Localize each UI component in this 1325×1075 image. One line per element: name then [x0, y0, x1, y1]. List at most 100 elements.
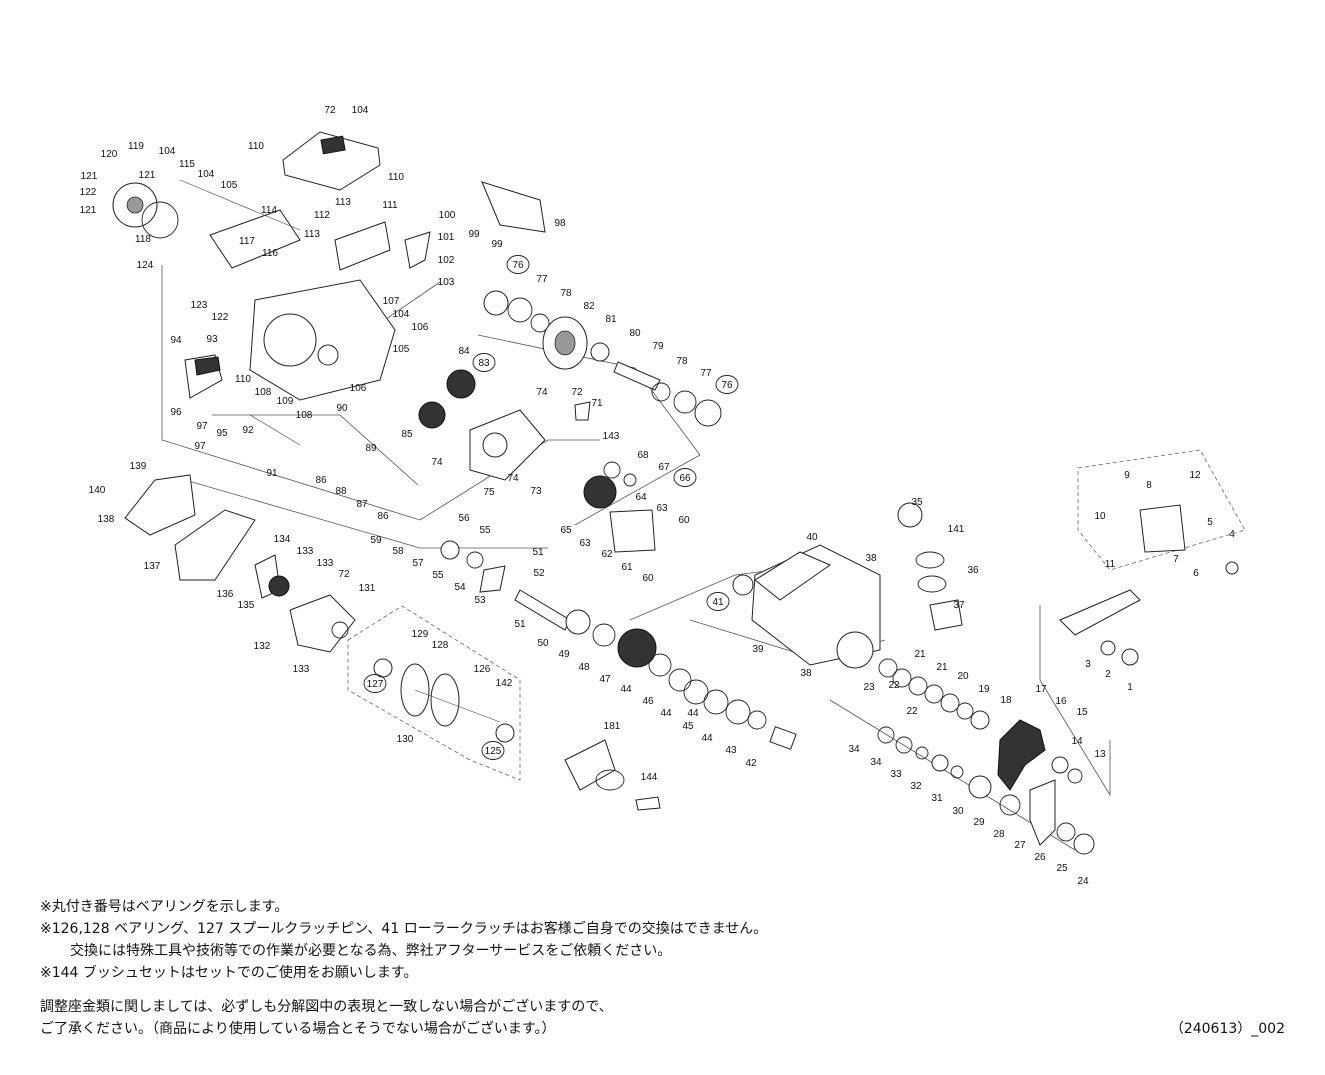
handle-arm-group-outline — [1039, 605, 1111, 797]
part-label-61: 61 — [621, 562, 633, 573]
lever-26-shape — [1029, 779, 1056, 846]
part-label-63: 63 — [656, 503, 668, 514]
washer-45-shape — [703, 689, 729, 715]
part-label-144: 144 — [641, 772, 658, 783]
part-label-77: 77 — [536, 274, 548, 285]
part-label-104: 104 — [198, 169, 215, 180]
part-label-128: 128 — [432, 640, 449, 651]
washer-46-shape — [668, 668, 692, 692]
part-label-83: 83 — [478, 358, 490, 369]
part-label-35: 35 — [911, 497, 923, 508]
washer-3-shape — [1100, 640, 1116, 656]
washer-21-shape — [924, 684, 944, 704]
part-label-64: 64 — [635, 492, 647, 503]
part-label-26: 26 — [1034, 852, 1046, 863]
worm-shaft-line — [179, 179, 301, 231]
washer-20-shape — [940, 693, 960, 713]
part-label-37: 37 — [953, 600, 965, 611]
part-label-109: 109 — [277, 396, 294, 407]
part-label-20: 20 — [957, 671, 969, 682]
washer-78b-shape — [651, 382, 671, 402]
part-label-81: 81 — [605, 314, 617, 325]
note-service-request: 交換には特殊工具や技術等での作業が必要となる為、弊社アフターサービスをご依頼くだ… — [70, 943, 672, 959]
washer-19-shape — [956, 702, 974, 720]
part-label-55: 55 — [479, 525, 491, 536]
part-label-74: 74 — [536, 387, 548, 398]
part-label-36: 36 — [967, 565, 979, 576]
washer-33-shape — [915, 746, 929, 760]
part-label-59: 59 — [370, 535, 382, 546]
thumb-bar-top-shape — [194, 356, 221, 376]
part-label-63: 63 — [579, 538, 591, 549]
part-label-44: 44 — [660, 708, 672, 719]
part-label-5: 5 — [1207, 517, 1213, 528]
part-label-90: 90 — [336, 403, 348, 414]
part-label-40: 40 — [806, 532, 818, 543]
part-label-38: 38 — [865, 553, 877, 564]
part-label-106: 106 — [412, 322, 429, 333]
part-label-84: 84 — [458, 346, 470, 357]
part-label-91: 91 — [266, 468, 278, 479]
part-label-104: 104 — [352, 105, 369, 116]
part-label-94: 94 — [170, 335, 182, 346]
part-57-shape — [440, 540, 460, 560]
part-label-1: 1 — [1127, 682, 1133, 693]
part-label-11: 11 — [1105, 559, 1116, 570]
knob-8-shape — [1139, 504, 1186, 553]
part-label-53: 53 — [474, 595, 486, 606]
part-label-23: 23 — [863, 682, 875, 693]
part-label-60: 60 — [678, 515, 690, 526]
part-label-67: 67 — [658, 462, 670, 473]
part-label-4: 4 — [1229, 529, 1235, 540]
part-label-32: 32 — [910, 781, 922, 792]
part-label-39: 39 — [752, 644, 764, 655]
part-label-122: 122 — [212, 312, 229, 323]
part-label-57: 57 — [412, 558, 424, 569]
part-label-33: 33 — [890, 769, 902, 780]
washer-44b-shape — [683, 679, 709, 705]
washer-77b-shape — [673, 390, 697, 414]
knob-35-shape — [897, 502, 923, 528]
part-label-10: 10 — [1094, 511, 1106, 522]
part-label-34: 34 — [848, 744, 860, 755]
bearing-circle-128 — [363, 674, 387, 693]
part-label-6: 6 — [1193, 568, 1199, 579]
part-label-78: 78 — [560, 288, 572, 299]
washer-43-shape — [747, 710, 767, 730]
pinion-50-shape — [514, 589, 571, 631]
part-label-126: 126 — [474, 664, 491, 675]
frame-group-outline — [161, 265, 600, 521]
part-label-125: 125 — [485, 746, 502, 757]
part-label-78: 78 — [676, 356, 688, 367]
part-label-97: 97 — [194, 441, 206, 452]
part-label-127: 127 — [367, 679, 384, 690]
part-label-108: 108 — [296, 410, 313, 421]
part-label-28: 28 — [993, 829, 1005, 840]
clip-200-shape — [564, 739, 616, 791]
spool-flange-right — [430, 673, 460, 727]
part-label-25: 25 — [1056, 863, 1068, 874]
frame-hole-shape — [317, 344, 339, 366]
washer-22a-shape — [892, 668, 912, 688]
part-label-98: 98 — [554, 218, 566, 229]
cover-40-shape — [754, 551, 832, 601]
part-label-31: 31 — [931, 793, 943, 804]
oring-132-shape — [331, 621, 349, 639]
side-cover-138-shape — [174, 509, 256, 581]
part-label-97: 97 — [196, 421, 208, 432]
part-label-134: 134 — [274, 534, 291, 545]
star-drag-17-shape — [997, 719, 1046, 791]
part-label-18: 18 — [1000, 695, 1012, 706]
part-shapes — [112, 131, 1239, 855]
cover-plate-shape — [334, 221, 391, 271]
part-label-135: 135 — [238, 600, 255, 611]
level-wind-shaft — [249, 414, 301, 446]
left-cap-center — [126, 196, 144, 214]
gear-49-shape — [565, 609, 591, 635]
note-bearing-legend: ※丸付き番号はベアリングを示します。 — [40, 899, 289, 915]
part-label-82: 82 — [583, 301, 595, 312]
exploded-parts-diagram: 1234567891011121314151617181920212122222… — [80, 105, 1246, 885]
part-label-143: 143 — [603, 431, 620, 442]
part-label-68: 68 — [637, 450, 649, 461]
frame-ring-shape — [263, 313, 317, 367]
